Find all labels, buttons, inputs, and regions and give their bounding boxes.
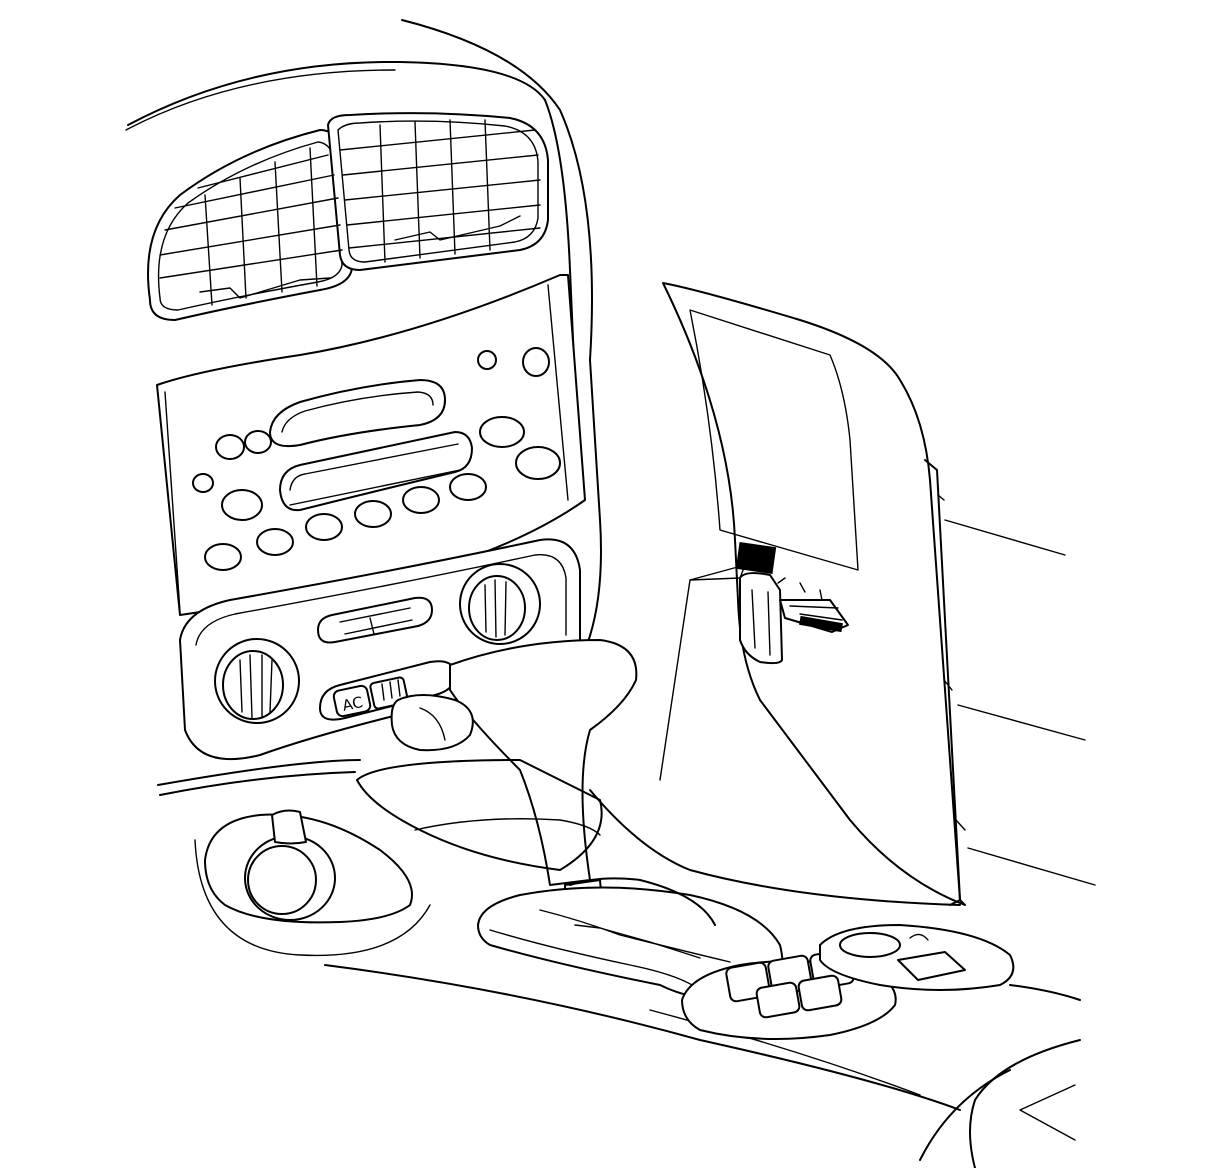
cup-holder bbox=[819, 924, 1015, 991]
ac-button-label: AC bbox=[341, 693, 365, 715]
dash-air-vents bbox=[147, 112, 549, 321]
console-side-trim-panel bbox=[662, 282, 966, 906]
ac-button-group: AC bbox=[319, 660, 456, 721]
left-vent-louvers bbox=[159, 147, 343, 306]
callout-line-2 bbox=[957, 704, 1086, 741]
dash-outline bbox=[125, 19, 961, 1111]
console-body bbox=[589, 789, 1081, 1169]
radio-head-unit bbox=[156, 274, 586, 616]
climate-control-panel: AC bbox=[179, 538, 581, 761]
radio-buttons bbox=[192, 347, 561, 571]
callout-line-3 bbox=[967, 847, 1096, 886]
power-outlet bbox=[194, 809, 431, 957]
left-knob bbox=[214, 638, 300, 724]
callout-line-1 bbox=[944, 519, 1066, 556]
callout-lines bbox=[659, 519, 1096, 886]
callout-line-4 bbox=[659, 564, 746, 781]
right-knob bbox=[459, 563, 541, 645]
fan-slider bbox=[317, 596, 433, 644]
storage-tray bbox=[356, 759, 603, 871]
right-vent-louvers bbox=[339, 119, 541, 263]
harness-connector bbox=[735, 542, 849, 665]
